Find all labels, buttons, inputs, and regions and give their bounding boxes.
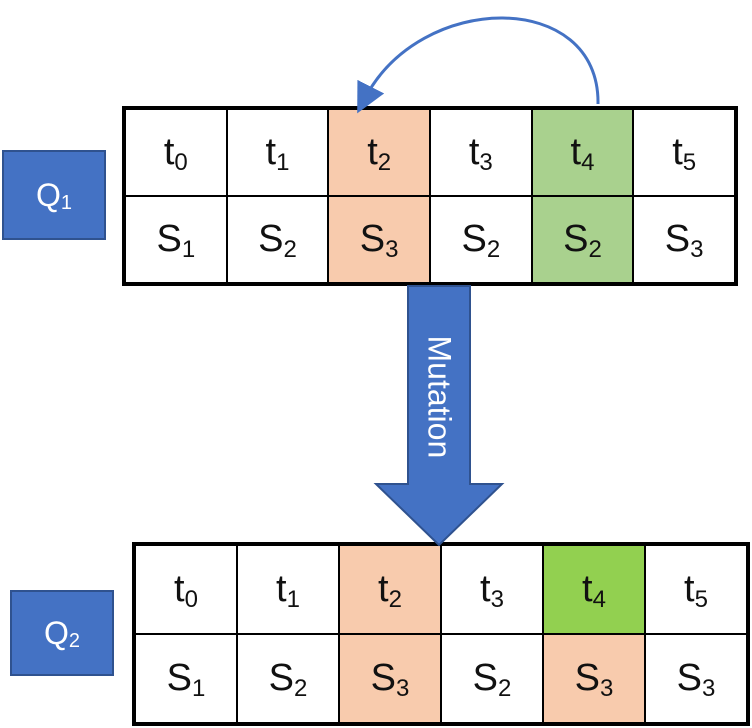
- cell-subscript: 2: [283, 235, 297, 263]
- mutation-label: Mutation: [421, 335, 458, 459]
- cell-subscript: 2: [388, 585, 402, 613]
- q2-label-main: Q: [43, 614, 69, 651]
- cell-subscript: 3: [490, 585, 504, 613]
- q1-label-main: Q: [35, 176, 61, 213]
- cell-subscript: 4: [592, 585, 606, 613]
- cell-subscript: 3: [385, 235, 399, 263]
- cell-subscript: 3: [396, 674, 410, 702]
- cell-main-text: t: [378, 568, 389, 610]
- cell-main-text: t: [265, 131, 277, 173]
- cell-main-text: t: [582, 568, 593, 610]
- cell-main-text: S: [472, 657, 498, 699]
- cell-subscript: 4: [581, 148, 595, 176]
- cell-main-text: S: [563, 218, 589, 260]
- q1-label-sub: 1: [60, 191, 72, 214]
- cell-subscript: 2: [498, 674, 512, 702]
- cell-subscript: 2: [377, 148, 392, 176]
- cell-main-text: t: [684, 568, 695, 610]
- swap-curve-arrow: [357, 16, 600, 114]
- cell-subscript: 3: [690, 235, 704, 263]
- cell-subscript: 5: [682, 148, 697, 176]
- cell-main-text: S: [370, 657, 396, 699]
- cell-main-text: t: [163, 131, 175, 173]
- cell-main-text: S: [359, 218, 386, 260]
- cell-subscript: 3: [479, 148, 493, 176]
- q2-label-sub: 2: [68, 629, 80, 652]
- cell-main-text: S: [258, 218, 284, 260]
- cell-subscript: 2: [588, 235, 602, 263]
- cell-subscript: 1: [181, 235, 196, 263]
- cell-subscript: 2: [486, 235, 501, 263]
- cell-subscript: 1: [276, 148, 290, 176]
- cell-main-text: t: [480, 568, 491, 610]
- cell-subscript: 0: [184, 585, 198, 613]
- cell-main-text: S: [166, 657, 192, 699]
- cell-main-text: t: [570, 131, 582, 173]
- mutation-arrow: [373, 285, 505, 547]
- cell-subscript: 0: [174, 148, 188, 176]
- cell-main-text: S: [676, 657, 702, 699]
- cell-subscript: 1: [286, 585, 300, 613]
- cell-subscript: 3: [702, 674, 716, 702]
- cell-subscript: 2: [294, 674, 308, 702]
- cell-subscript: 1: [192, 674, 206, 702]
- cell-main-text: t: [468, 131, 480, 173]
- cell-main-text: t: [174, 568, 185, 610]
- cell-main-text: S: [461, 218, 487, 260]
- cell-main-text: t: [367, 131, 378, 173]
- cell-main-text: S: [664, 218, 691, 260]
- cell-main-text: t: [276, 568, 287, 610]
- cell-main-text: t: [672, 131, 683, 173]
- cell-main-text: S: [268, 657, 294, 699]
- cell-main-text: S: [574, 657, 600, 699]
- cell-subscript: 3: [600, 674, 614, 702]
- cell-main-text: S: [156, 218, 182, 260]
- cell-subscript: 5: [694, 585, 708, 613]
